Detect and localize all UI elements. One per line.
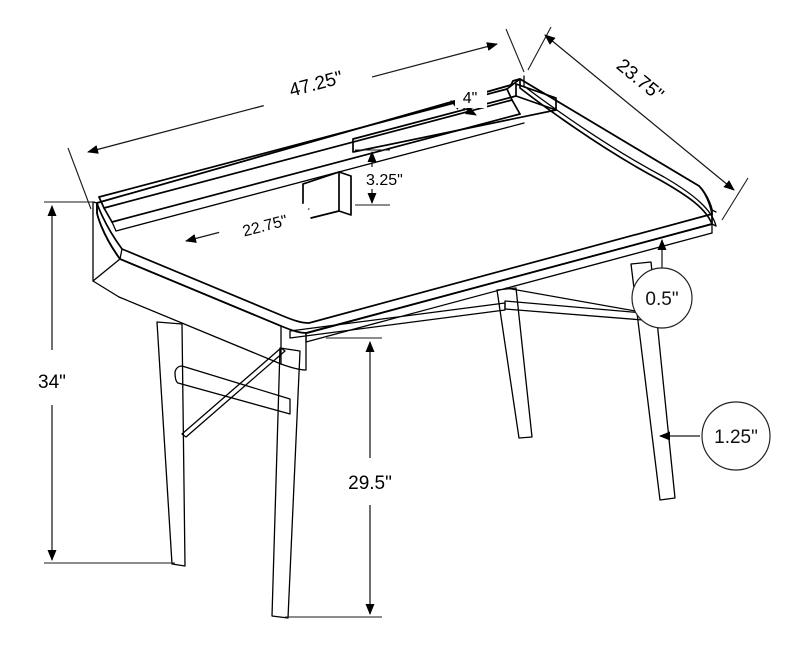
stretcher-right-diagonal: [504, 300, 644, 321]
dimension-label-shelf-clearance: 3.25": [366, 172, 403, 189]
leg-front-right: [630, 261, 676, 501]
desk-illustration: [92, 75, 717, 619]
left-side-riser: [92, 201, 307, 371]
leg-back-left: [156, 321, 186, 567]
callout-circle-top-thickness: [631, 267, 693, 329]
stretcher-left-diagonal: [181, 347, 286, 438]
dimension-label-shelf-width: 4": [463, 90, 478, 107]
callout-circle-leg-thickness: [701, 401, 771, 471]
dimension-height-overall: 34": [38, 201, 175, 564]
callout-label-top-thickness: 0.5": [645, 289, 678, 310]
dimension-label-height-worksurface: 29.5": [348, 473, 392, 494]
stretcher-right-long: [289, 302, 506, 339]
dimension-height-worksurface: 29.5": [285, 337, 392, 618]
callout-top-thickness: 0.5": [631, 239, 693, 329]
callout-label-leg-thickness: 1.25": [714, 427, 758, 448]
desk-top-panel: [96, 78, 713, 334]
desk-top-edge: [305, 223, 713, 343]
brace-right-upper: [505, 287, 642, 313]
leg-front-left: [271, 347, 301, 619]
dimension-width-overall: 47.25": [67, 28, 525, 210]
dimension-label-height-overall: 34": [38, 372, 66, 393]
stretcher-left-horizontal: [174, 365, 291, 415]
callout-leg-thickness: 1.25": [659, 401, 771, 471]
shelf-divider: [302, 171, 352, 221]
dimension-shelf-width: 4": [450, 88, 487, 116]
dimension-shelf-clearance: 3.25": [355, 149, 421, 206]
